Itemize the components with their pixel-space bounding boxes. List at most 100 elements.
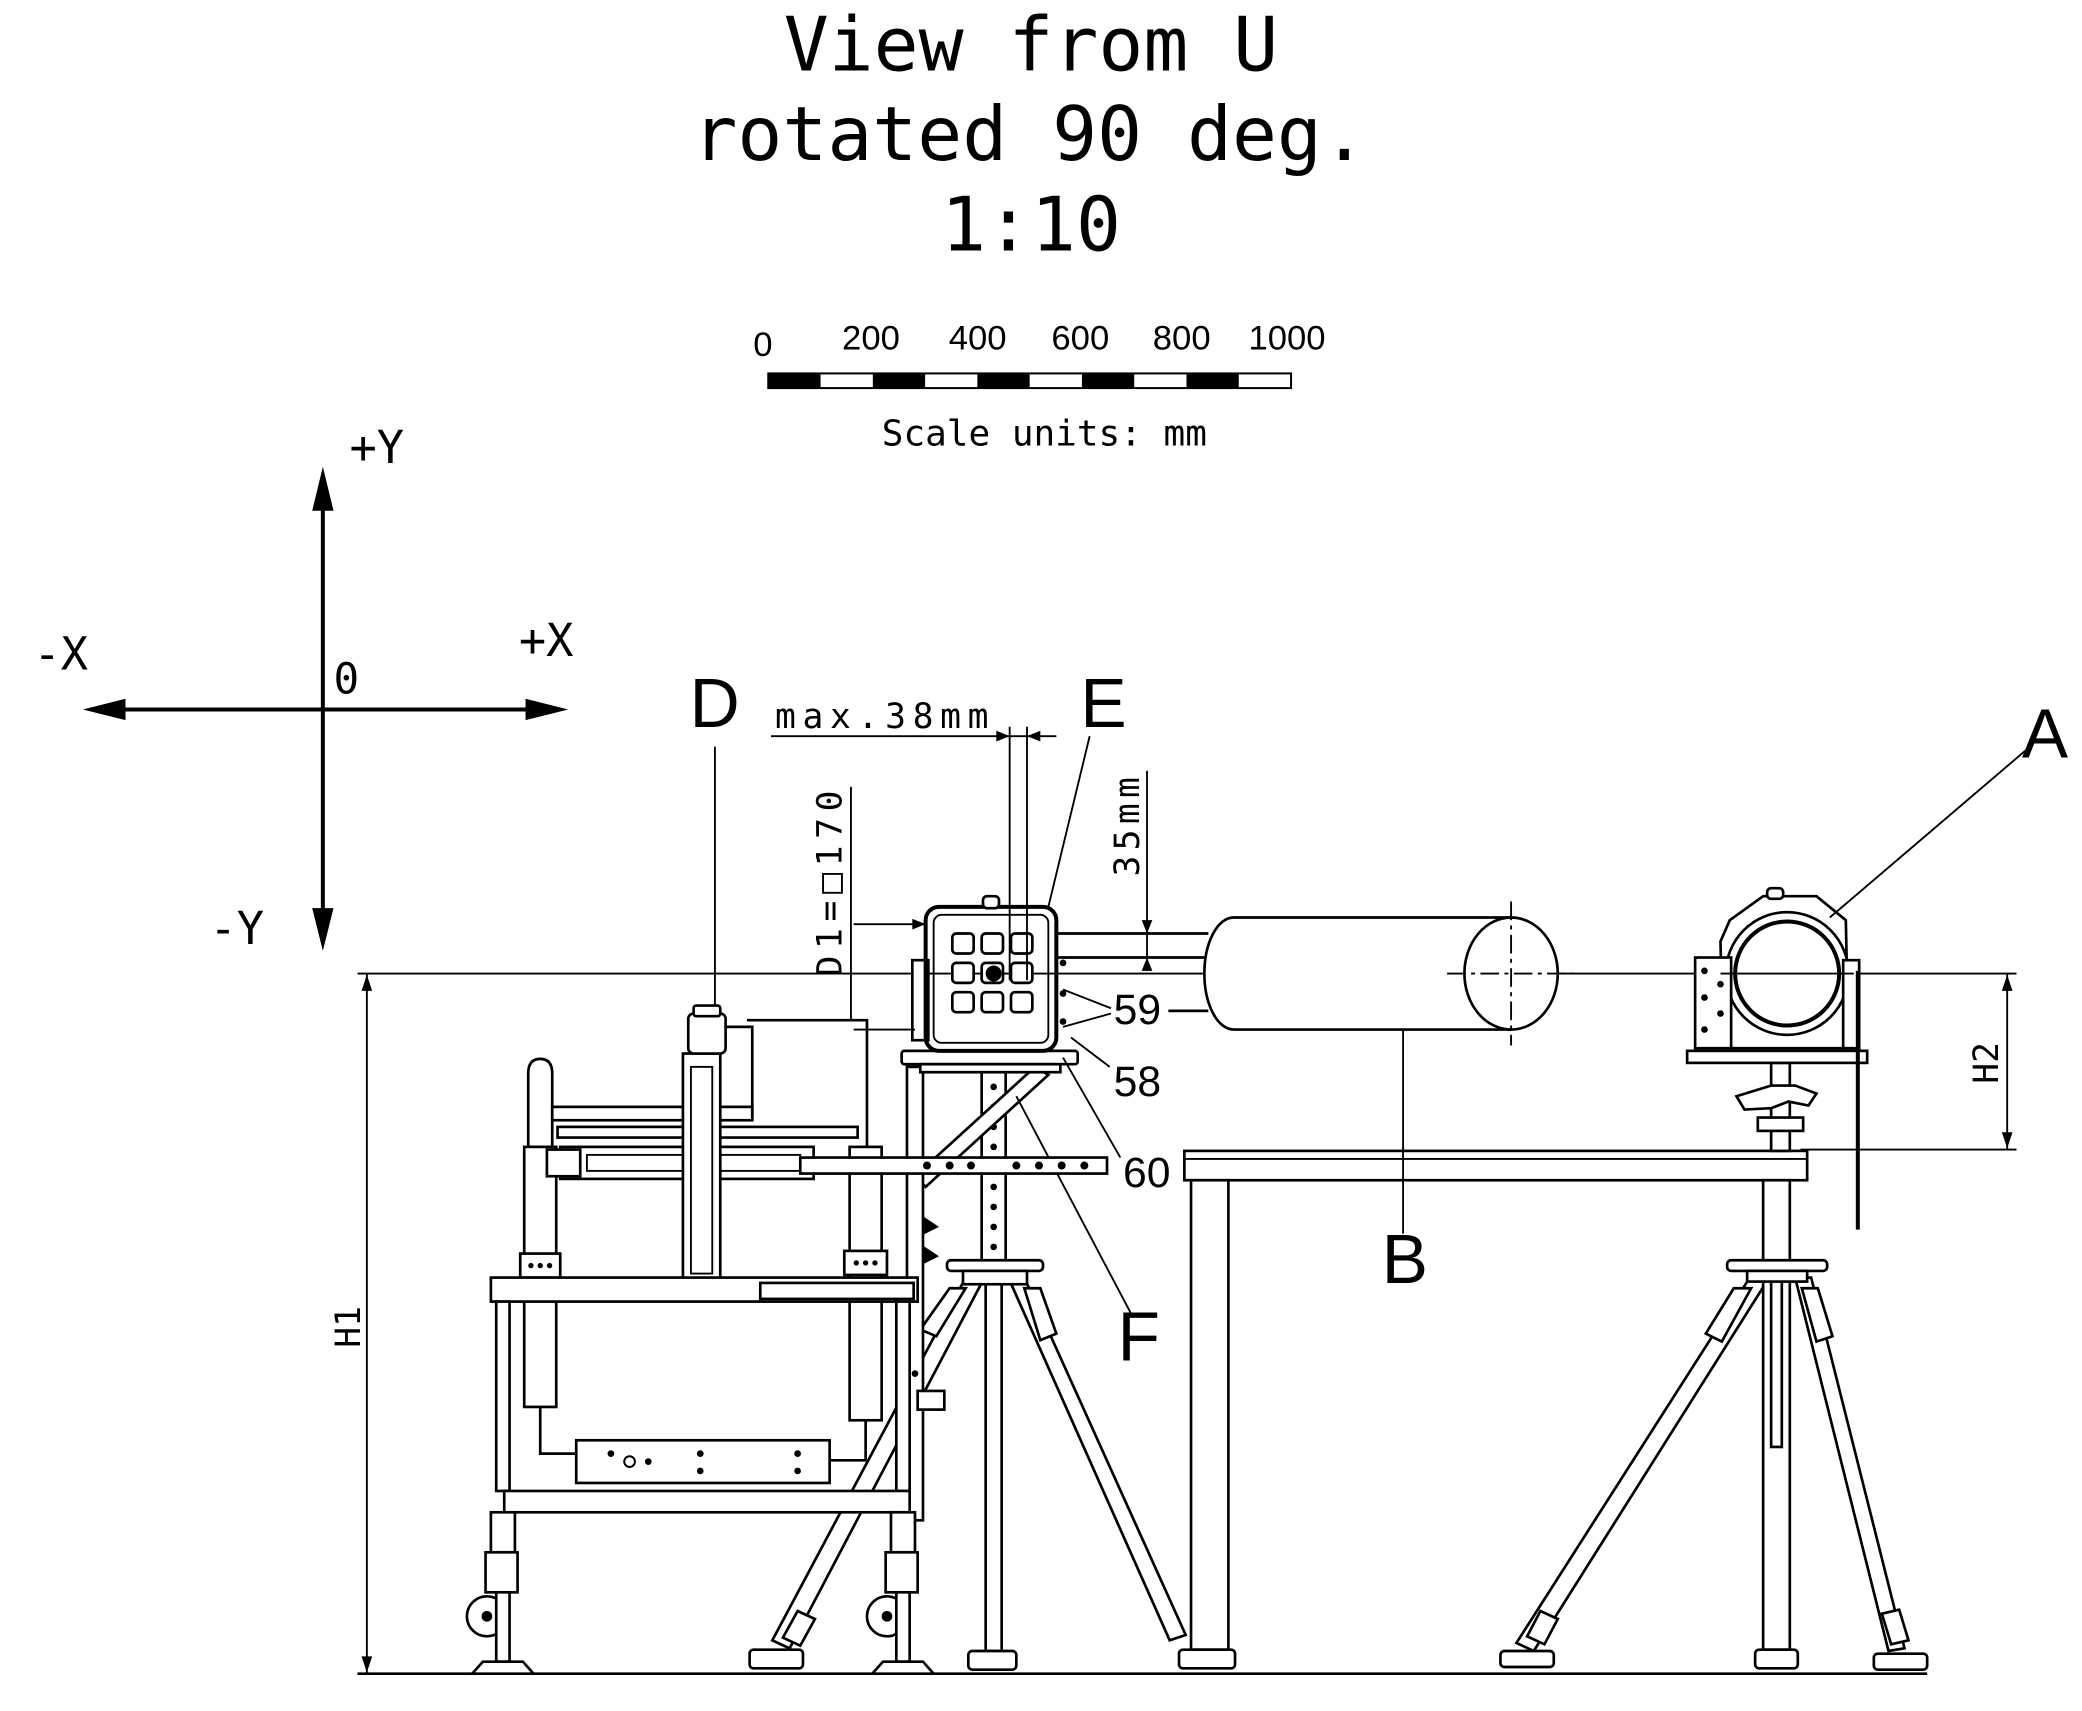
dimension-35mm: 35mm	[1108, 770, 1153, 971]
max-offset-label: max.38mm	[775, 697, 995, 737]
h1-arrowhead	[361, 1656, 373, 1673]
bolt	[853, 1260, 859, 1266]
plus-y-arrowhead	[312, 466, 334, 511]
detector-e-cell	[1009, 990, 1034, 1014]
table-foot	[1177, 1648, 1237, 1670]
caster-axle	[481, 1610, 493, 1622]
tripod-inner-rod	[1769, 1278, 1784, 1449]
box-indicator	[794, 1467, 801, 1475]
callout-58: 58	[1114, 1058, 1161, 1106]
post-hole	[911, 1370, 919, 1377]
x-stage-motor	[545, 1148, 582, 1178]
post-bracket	[922, 1245, 939, 1265]
box-connector	[623, 1455, 636, 1468]
tripod-leg	[1793, 1276, 1907, 1653]
detector-e-center-marker	[985, 965, 1002, 982]
title-line-2: rotated 90 deg.	[692, 91, 1366, 178]
plus-x-label: +X	[519, 614, 574, 667]
y-stage	[681, 1052, 722, 1289]
column-hole	[990, 1243, 997, 1251]
tripod-platform	[945, 1258, 1045, 1273]
vertical-offset-arrowhead	[1141, 920, 1153, 934]
minus-x-arrowhead	[82, 698, 126, 721]
box-indicator	[607, 1450, 615, 1457]
bolt	[537, 1262, 543, 1269]
bolt	[862, 1260, 869, 1266]
tripod-foot	[1872, 1652, 1929, 1671]
cable	[538, 1406, 577, 1455]
arm-hole	[1012, 1161, 1021, 1170]
callout-58-leader	[1070, 1036, 1111, 1068]
column-hole	[990, 1203, 997, 1211]
tripod-middle: F	[748, 1065, 1188, 1671]
tripod-leg-sleeve	[1022, 1286, 1059, 1343]
bolt	[872, 1260, 878, 1266]
caster-axle	[881, 1610, 893, 1622]
table-leg	[1189, 1178, 1230, 1651]
caster-fork	[884, 1550, 919, 1594]
arm-hole	[1057, 1161, 1066, 1170]
cable-loop	[726, 1025, 754, 1118]
detector-e-cell	[950, 932, 975, 955]
arm-hole	[945, 1161, 954, 1170]
bolt	[528, 1262, 534, 1269]
leveling-foot	[869, 1660, 937, 1675]
detector-a-clamp-handle	[1734, 1084, 1819, 1111]
title-block: View from U rotated 90 deg. 1:10	[692, 2, 1366, 269]
column-hole	[990, 1143, 997, 1151]
arm-hole	[922, 1161, 931, 1170]
box-indicator	[794, 1450, 801, 1457]
h2-arrowhead	[2001, 974, 2013, 991]
bolt	[1717, 980, 1724, 988]
dimension-max-38mm: max.38mm	[770, 697, 1057, 981]
tripod-leg-sleeve	[1703, 1286, 1754, 1344]
detector-e-cell	[980, 932, 1005, 955]
max-offset-arrowhead	[1026, 730, 1041, 742]
cart-post-right	[894, 1300, 911, 1493]
scale-tick-label: 400	[949, 319, 1007, 357]
table	[1177, 1149, 1809, 1670]
scale-segment-black	[872, 373, 926, 389]
scale-segment-black	[768, 373, 821, 389]
minus-x-label: -X	[33, 627, 88, 680]
scanner-cart: D	[465, 664, 1109, 1675]
label-f-leader	[1015, 1095, 1132, 1315]
detector-e-plate-underside	[918, 1062, 1062, 1074]
bolt	[1059, 1018, 1067, 1025]
minus-y-label: -Y	[210, 902, 265, 955]
cable-loop	[746, 1018, 869, 1147]
tripod-foot	[1499, 1649, 1556, 1669]
detector-e-cell	[1009, 932, 1034, 955]
scale-units-label: Scale units: mm	[882, 413, 1207, 454]
arm-hole	[966, 1161, 975, 1170]
detector-e: E	[900, 664, 1127, 1074]
callouts: 59 58 60	[1062, 986, 1170, 1197]
bolt	[1701, 967, 1708, 975]
tripod-column	[984, 1265, 1003, 1653]
scale-tick-label: 600	[1051, 319, 1109, 357]
label-e: E	[1080, 664, 1126, 742]
vertical-offset-arrowhead	[1141, 957, 1153, 971]
tripod-collar	[1745, 1269, 1809, 1283]
title-line-1: View from U	[784, 2, 1279, 89]
plus-y-label: +Y	[350, 421, 405, 474]
label-b: B	[1382, 1220, 1428, 1298]
bolt	[1701, 994, 1708, 1001]
tripod-leg-joint	[781, 1609, 817, 1648]
label-d: D	[690, 664, 740, 742]
detector-a-side-box	[1693, 956, 1733, 1050]
h2-arrowhead	[2001, 1132, 2013, 1149]
detector-e-inner-frame	[932, 913, 1050, 1044]
detector-e-cell	[980, 990, 1005, 1014]
scale-bar: 0 200 400 600 800 1000 Scale units: mm	[753, 319, 1325, 454]
reference-lines: H1 H2	[329, 972, 2017, 1675]
bolt	[1701, 1026, 1708, 1033]
electronics-box	[574, 1438, 831, 1485]
scale-segment-black	[1186, 373, 1239, 389]
detector-a-clamp	[1756, 1116, 1805, 1133]
h1-arrowhead	[361, 974, 373, 991]
title-scale-ratio: 1:10	[941, 182, 1121, 269]
caster-mount	[889, 1510, 917, 1554]
tripod-foot	[748, 1648, 805, 1670]
